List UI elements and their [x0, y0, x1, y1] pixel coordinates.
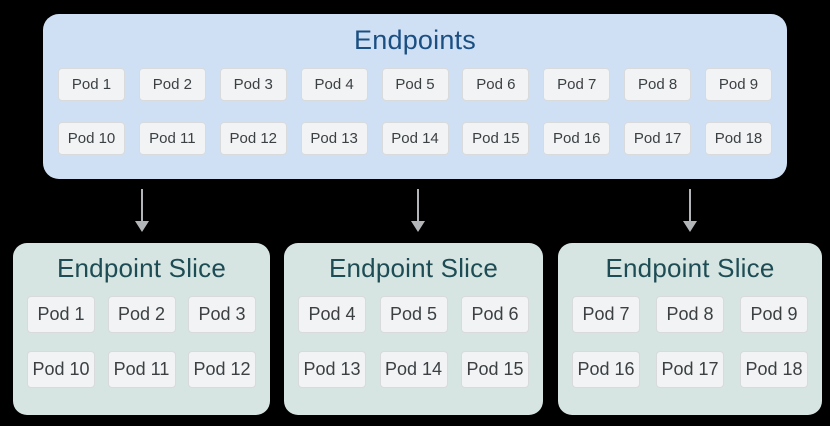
pod-box: Pod 17 — [656, 351, 724, 388]
down-arrow-icon — [134, 189, 150, 233]
pod-box: Pod 3 — [219, 68, 287, 101]
pod-box: Pod 18 — [705, 122, 772, 155]
arrow-shaft — [689, 189, 691, 222]
pod-box: Pod 18 — [740, 351, 808, 388]
pod-box: Pod 10 — [27, 351, 95, 388]
pod-box: Pod 13 — [300, 122, 368, 155]
pod-box: Pod 17 — [624, 122, 692, 155]
pod-box: Pod 14 — [379, 351, 448, 388]
slice-2-pod-row-2: Pod 13 Pod 14 Pod 15 — [298, 351, 529, 388]
pod-box: Pod 2 — [138, 68, 206, 101]
endpoint-slice-title: Endpoint Slice — [328, 253, 499, 283]
pod-box: Pod 15 — [461, 351, 529, 388]
pod-box: Pod 11 — [138, 122, 206, 155]
arrow-head — [683, 221, 697, 232]
slice-2-pod-row-1: Pod 4 Pod 5 Pod 6 — [298, 296, 529, 333]
pod-box: Pod 9 — [705, 68, 772, 101]
pod-box: Pod 11 — [107, 351, 176, 388]
pod-box: Pod 3 — [188, 296, 256, 333]
endpoints-pod-row-2: Pod 10 Pod 11 Pod 12 Pod 13 Pod 14 Pod 15 Pod … — [58, 122, 772, 155]
pod-box: Pod 14 — [381, 122, 449, 155]
slice-3-pod-row-1: Pod 7 Pod 8 Pod 9 — [572, 296, 808, 333]
endpoints-pod-row-1: Pod 1 Pod 2 Pod 3 Pod 4 Pod 5 Pod 6 Pod 7 Pod 8… — [58, 68, 772, 101]
pod-box: Pod 10 — [58, 122, 125, 155]
arrow-head — [135, 221, 149, 232]
slice-3-pod-row-2: Pod 16 Pod 17 Pod 18 — [572, 351, 808, 388]
pod-box: Pod 4 — [300, 68, 368, 101]
arrow-head — [411, 221, 425, 232]
endpoints-title: Endpoints — [354, 25, 476, 55]
endpoint-slice-title: Endpoint Slice — [56, 253, 227, 283]
pod-box: Pod 8 — [656, 296, 724, 333]
pod-box: Pod 5 — [381, 68, 449, 101]
pod-box: Pod 5 — [379, 296, 448, 333]
pod-box: Pod 6 — [462, 68, 530, 101]
endpoints-group: Endpoints Pod 1 Pod 2 Pod 3 Pod 4 Pod 5 Pod 6… — [43, 14, 787, 179]
pod-box: Pod 15 — [462, 122, 530, 155]
arrow-shaft — [141, 189, 143, 222]
slice-1-pod-row-1: Pod 1 Pod 2 Pod 3 — [27, 296, 256, 333]
pod-box: Pod 1 — [27, 296, 95, 333]
down-arrow-icon — [682, 189, 698, 233]
pod-box: Pod 4 — [298, 296, 366, 333]
slice-1-pod-row-2: Pod 10 Pod 11 Pod 12 — [27, 351, 256, 388]
pod-box: Pod 12 — [188, 351, 256, 388]
pod-box: Pod 1 — [58, 68, 125, 101]
arrow-shaft — [417, 189, 419, 222]
pod-box: Pod 13 — [298, 351, 366, 388]
pod-box: Pod 6 — [461, 296, 529, 333]
pod-box: Pod 8 — [624, 68, 692, 101]
pod-box: Pod 7 — [572, 296, 640, 333]
pod-box: Pod 12 — [219, 122, 287, 155]
pod-box: Pod 2 — [107, 296, 176, 333]
pod-box: Pod 9 — [740, 296, 808, 333]
down-arrow-icon — [410, 189, 426, 233]
pod-box: Pod 7 — [543, 68, 611, 101]
pod-box: Pod 16 — [572, 351, 640, 388]
endpoint-slice-title: Endpoint Slice — [605, 253, 775, 283]
pod-box: Pod 16 — [543, 122, 611, 155]
